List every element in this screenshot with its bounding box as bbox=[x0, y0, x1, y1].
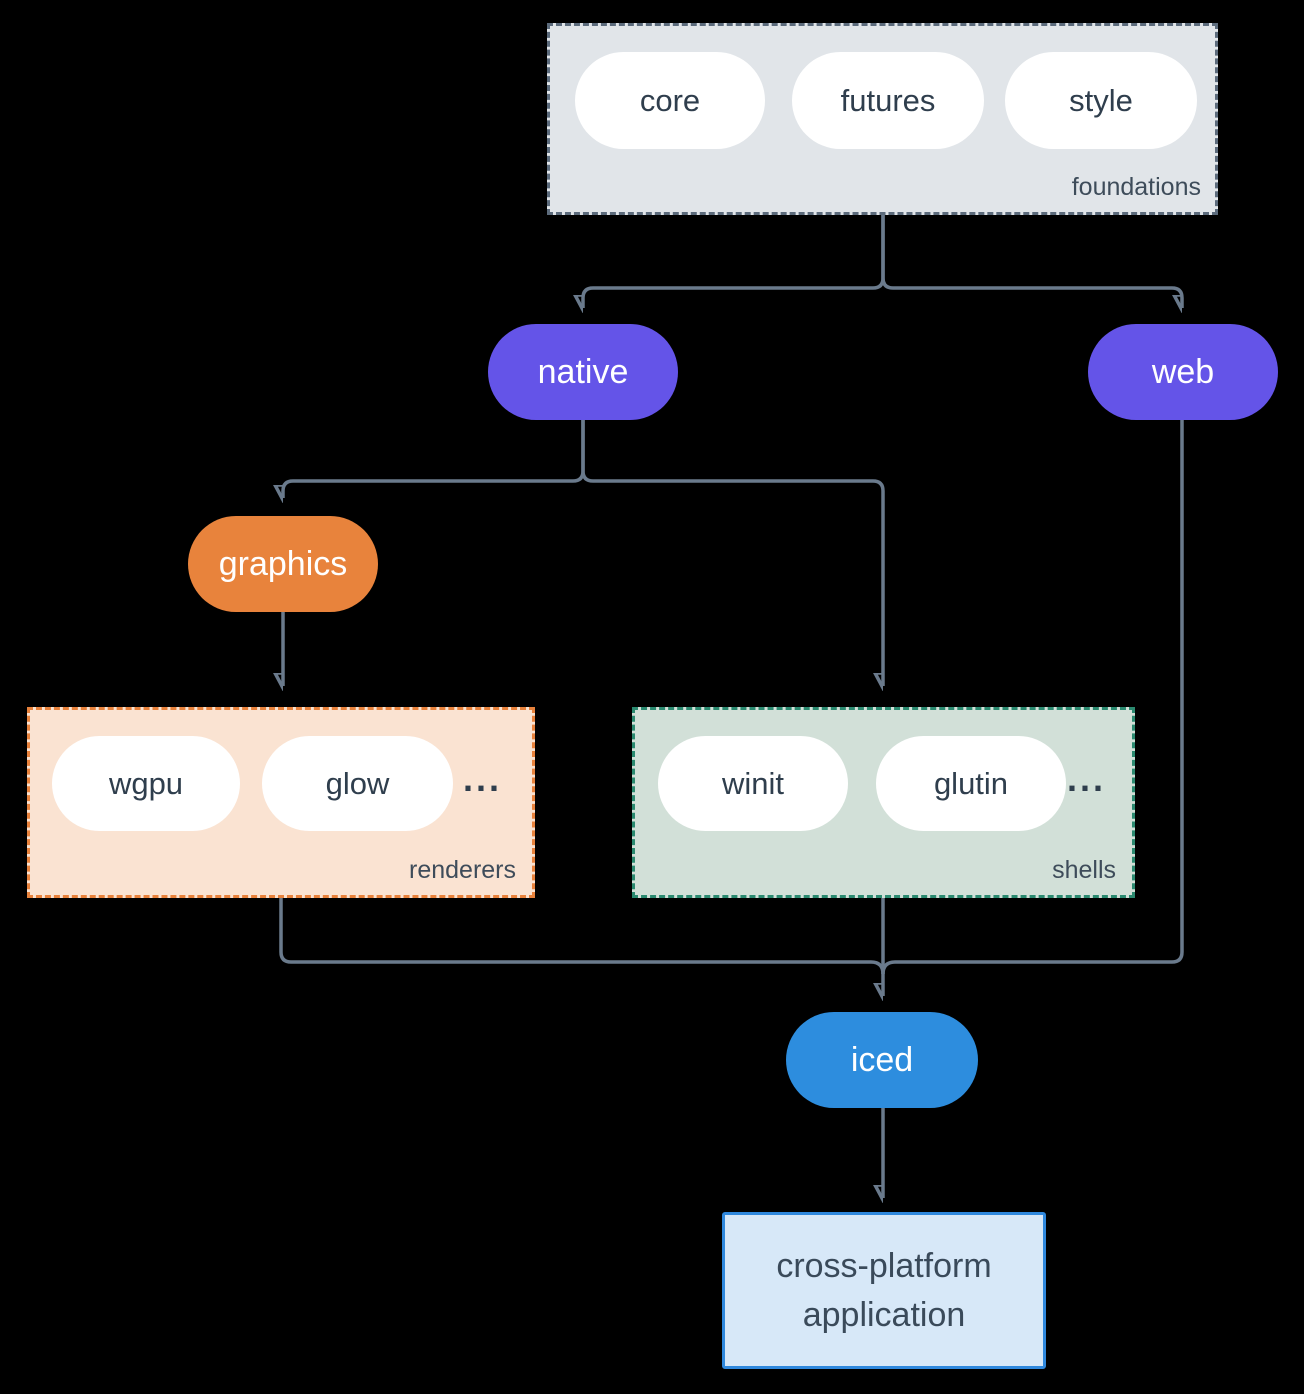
group-foundations: core futures style foundations bbox=[547, 23, 1218, 215]
application-label-line2: application bbox=[802, 1295, 966, 1334]
edge-foundations-web bbox=[881, 215, 1184, 308]
group-shells-label: shells bbox=[1052, 856, 1116, 884]
more-shells-ellipsis: ... bbox=[1066, 758, 1106, 799]
node-glow: glow bbox=[262, 736, 453, 831]
group-renderers-label: renderers bbox=[409, 856, 516, 884]
group-shells: winit glutin ... shells bbox=[632, 707, 1135, 898]
more-renderers-ellipsis: ... bbox=[462, 758, 502, 799]
node-wgpu: wgpu bbox=[52, 736, 240, 831]
edge-native-graphics bbox=[283, 420, 585, 498]
edge-foundations-native bbox=[583, 215, 885, 308]
node-cross-platform-application: cross-platform application bbox=[722, 1212, 1046, 1369]
node-web: web bbox=[1088, 324, 1278, 420]
node-glutin: glutin bbox=[876, 736, 1066, 831]
edge-native-shells bbox=[581, 420, 885, 686]
node-futures: futures bbox=[792, 52, 984, 149]
node-native: native bbox=[488, 324, 678, 420]
node-iced: iced bbox=[786, 1012, 978, 1108]
node-winit: winit bbox=[658, 736, 848, 831]
edge-renderers-iced bbox=[279, 898, 885, 975]
node-style: style bbox=[1005, 52, 1197, 149]
application-label-line1: cross-platform bbox=[776, 1247, 992, 1286]
group-renderers: wgpu glow ... renderers bbox=[27, 707, 535, 898]
node-core: core bbox=[575, 52, 765, 149]
node-graphics: graphics bbox=[188, 516, 378, 612]
group-foundations-label: foundations bbox=[1071, 173, 1201, 201]
